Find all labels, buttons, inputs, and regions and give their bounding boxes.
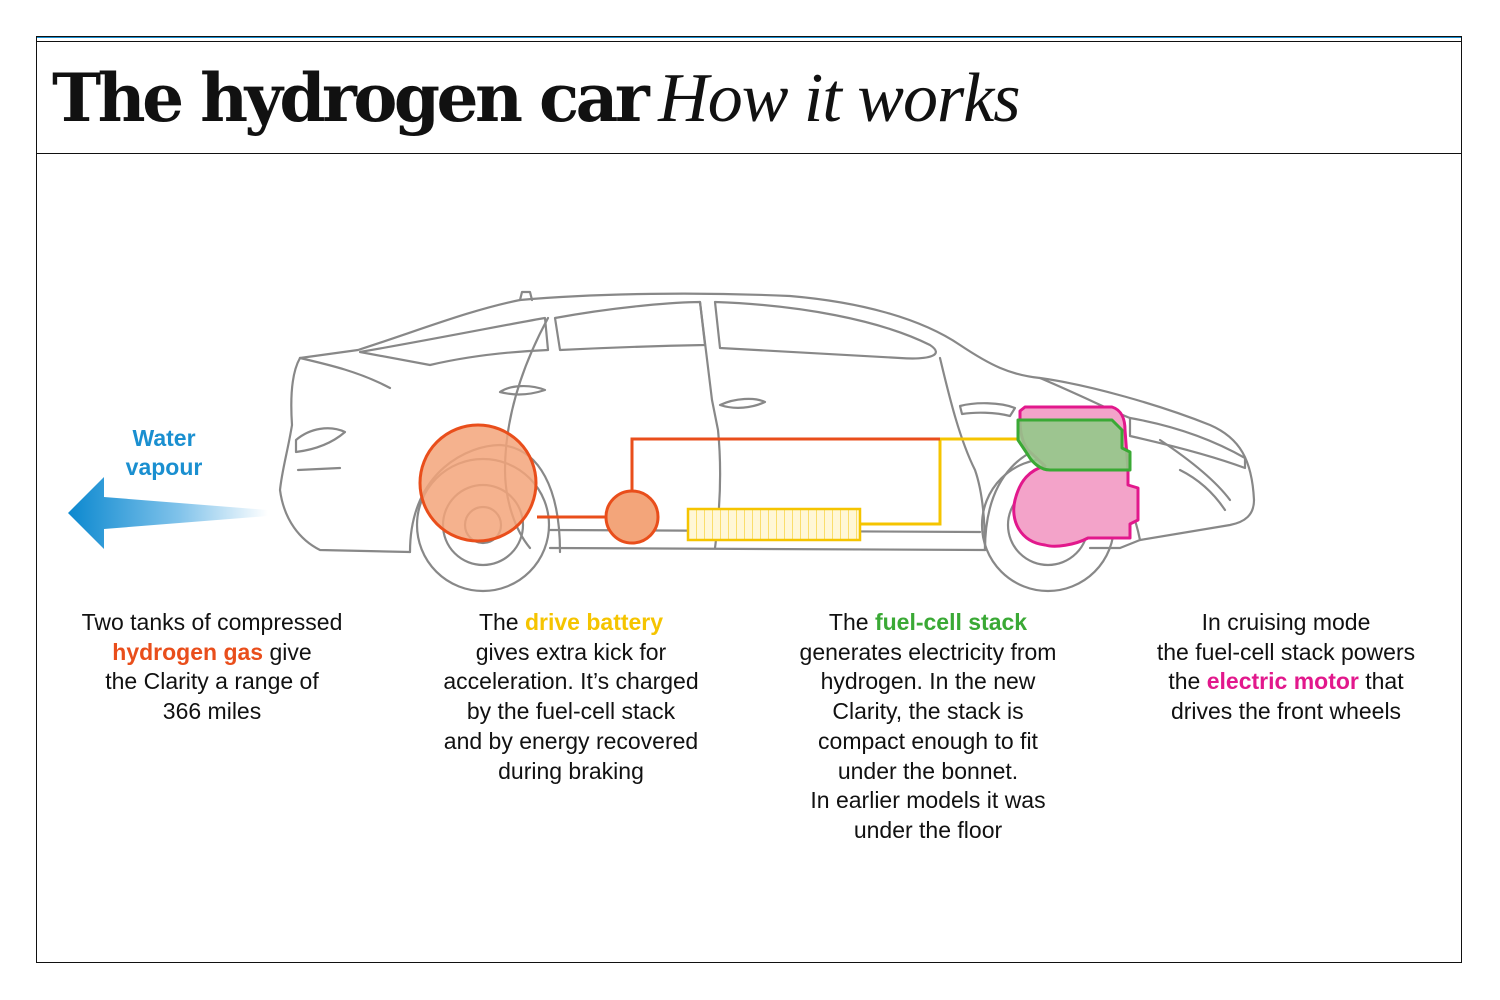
caption-line: Two tanks of compressed — [81, 609, 343, 635]
caption-line: during braking — [498, 757, 644, 784]
top-black-rule — [36, 41, 1462, 42]
battery-wiring — [860, 437, 1020, 526]
caption-line: drives the front wheels — [1170, 698, 1402, 725]
hydrogen-tank-small-icon — [604, 489, 660, 545]
caption-line: In earlier models it was — [810, 787, 1046, 814]
hydrogen-tank-icon — [418, 423, 538, 543]
caption-line: the electric motor that — [1126, 667, 1446, 697]
caption-fuel-cell-stack: The fuel-cell stack generates electricit… — [768, 608, 1088, 846]
title-italic: How it works — [658, 60, 1020, 137]
caption-line: In cruising mode — [1201, 609, 1371, 635]
highlight-drive-battery: drive battery — [524, 609, 664, 635]
caption-text: the — [1168, 668, 1207, 695]
caption-hydrogen-tanks: Two tanks of compressed hydrogen gas giv… — [52, 608, 372, 727]
water-vapour-label: Water vapour — [104, 424, 224, 482]
caption-text: The — [478, 609, 525, 635]
top-blue-rule — [36, 36, 1462, 38]
caption-line: the Clarity a range of — [105, 668, 319, 695]
caption-line: acceleration. It’s charged — [443, 668, 699, 695]
caption-line: under the bonnet. — [837, 757, 1019, 784]
caption-line: The drive battery — [416, 608, 726, 638]
caption-drive-battery: The drive battery gives extra kick for a… — [416, 608, 726, 786]
water-label-line1: Water — [132, 425, 196, 451]
caption-line: The fuel-cell stack — [768, 608, 1088, 638]
caption-line: hydrogen gas give — [52, 638, 372, 668]
water-vapour-arrow-icon — [68, 477, 268, 549]
caption-line: compact enough to fit — [818, 727, 1038, 754]
title-divider — [36, 153, 1462, 154]
highlight-electric-motor: electric motor — [1206, 668, 1359, 695]
caption-line: hydrogen. In the new — [820, 668, 1036, 695]
highlight-fuel-cell-stack: fuel-cell stack — [874, 609, 1028, 635]
caption-line: by the fuel-cell stack — [466, 698, 676, 725]
hydrogen-piping — [537, 437, 940, 519]
battery-icon — [686, 507, 862, 542]
highlight-hydrogen-gas: hydrogen gas — [112, 638, 264, 665]
fuel-cell-stack-icon — [1016, 418, 1132, 472]
caption-line: generates electricity from — [799, 638, 1057, 665]
caption-line: under the floor — [853, 816, 1003, 843]
caption-line: the fuel-cell stack powers — [1156, 638, 1416, 665]
caption-line: gives extra kick for — [475, 638, 667, 665]
caption-line: Clarity, the stack is — [832, 698, 1024, 725]
caption-electric-motor: In cruising mode the fuel-cell stack pow… — [1126, 608, 1446, 727]
caption-text: give — [263, 638, 312, 665]
caption-text: The — [828, 609, 875, 635]
panel-frame — [36, 36, 1462, 963]
caption-text: that — [1358, 668, 1404, 695]
water-label-line2: vapour — [125, 454, 203, 480]
caption-line: 366 miles — [162, 698, 262, 725]
title-bold: The hydrogen car — [52, 59, 650, 137]
caption-line: and by energy recovered — [443, 727, 699, 754]
